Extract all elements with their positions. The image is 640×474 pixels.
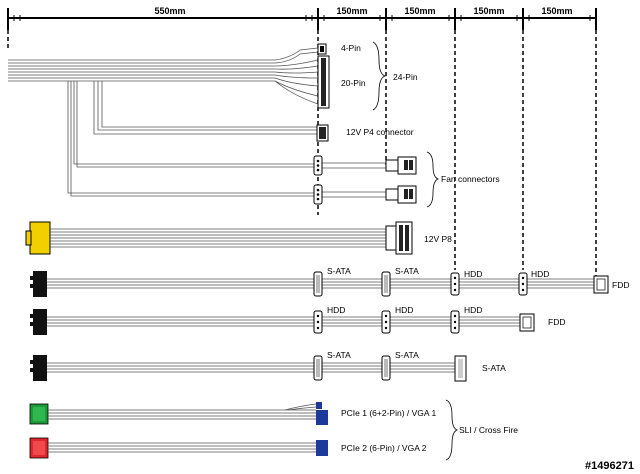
molex-passthrough-2 xyxy=(313,184,323,205)
dim-label-150-a: 150mm xyxy=(336,6,367,16)
dim-label-150-c: 150mm xyxy=(473,6,504,16)
sata-cable-3 xyxy=(30,355,467,382)
peripheral-cable-2 xyxy=(30,309,535,335)
label-sata-3c: S-ATA xyxy=(482,363,506,373)
label-sata-1a: S-ATA xyxy=(327,266,351,276)
dim-label-550: 550mm xyxy=(154,6,185,16)
label-hdd-1b: HDD xyxy=(531,269,549,279)
label-hdd-2a: HDD xyxy=(327,305,345,315)
label-12v-p4: 12V P4 connector xyxy=(346,127,414,137)
atx-connector xyxy=(317,43,330,109)
label-sli-crossfire: SLI / Cross Fire xyxy=(459,425,518,435)
p8-cable xyxy=(25,221,413,255)
label-24-pin: 24-Pin xyxy=(393,72,418,82)
p4-connector xyxy=(316,124,329,142)
brace-24-pin xyxy=(372,41,387,111)
watermark-id: #1496271 xyxy=(585,460,634,472)
label-sata-3b: S-ATA xyxy=(395,350,419,360)
brace-fan xyxy=(426,151,440,208)
label-20-pin: 20-Pin xyxy=(341,78,366,88)
label-pcie-2: PCIe 2 (6-Pin) / VGA 2 xyxy=(341,443,427,453)
atx-main-bundle xyxy=(8,47,319,105)
dim-label-150-b: 150mm xyxy=(404,6,435,16)
label-hdd-2c: HDD xyxy=(464,305,482,315)
fan-plug-2 xyxy=(385,185,417,204)
label-sata-3a: S-ATA xyxy=(327,350,351,360)
label-fan-connectors: Fan connectors xyxy=(441,174,500,184)
peripheral-cable-1 xyxy=(30,271,609,297)
label-fdd-2: FDD xyxy=(548,317,565,327)
label-12v-p8: 12V P8 xyxy=(424,234,452,244)
pcie-cable-2 xyxy=(29,437,328,459)
fan-plug-1 xyxy=(385,156,417,175)
dimension-bar xyxy=(7,8,597,30)
reference-dashed-lines xyxy=(7,30,597,276)
label-fdd-1: FDD xyxy=(612,280,629,290)
molex-passthrough-1 xyxy=(313,155,323,176)
brace-sli xyxy=(445,399,459,461)
label-sata-1b: S-ATA xyxy=(395,266,419,276)
label-pcie-1: PCIe 1 (6+2-Pin) / VGA 1 xyxy=(341,408,436,418)
dim-label-150-d: 150mm xyxy=(541,6,572,16)
pcie-cable-1 xyxy=(29,402,328,425)
dimension-ticks xyxy=(13,15,591,21)
branch-wires xyxy=(67,81,386,198)
label-4-pin: 4-Pin xyxy=(341,43,361,53)
label-hdd-2b: HDD xyxy=(395,305,413,315)
label-hdd-1a: HDD xyxy=(464,269,482,279)
